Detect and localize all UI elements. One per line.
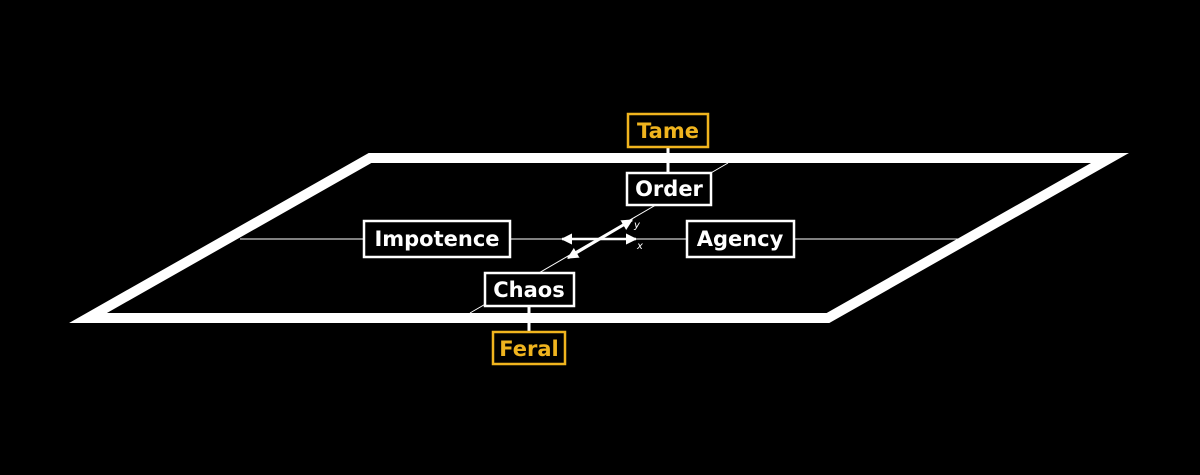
order-label: Order: [635, 177, 703, 201]
tame-box: [626, 112, 710, 149]
y-axis-arrow: [567, 218, 633, 260]
plane-parallelogram: [69, 153, 1129, 323]
tame-label: Tame: [637, 119, 699, 143]
x-axis-label: x: [636, 241, 643, 252]
feral-label: Feral: [499, 337, 558, 361]
chaos-box: [483, 271, 576, 308]
impotence-label: Impotence: [374, 227, 499, 251]
order-box: [625, 171, 713, 207]
feral-box: [491, 330, 567, 366]
agency-label: Agency: [697, 227, 784, 251]
impotence-box: [362, 219, 512, 259]
y-axis-label: y: [633, 220, 641, 231]
chaos-label: Chaos: [493, 278, 564, 302]
agency-box: [685, 219, 796, 259]
